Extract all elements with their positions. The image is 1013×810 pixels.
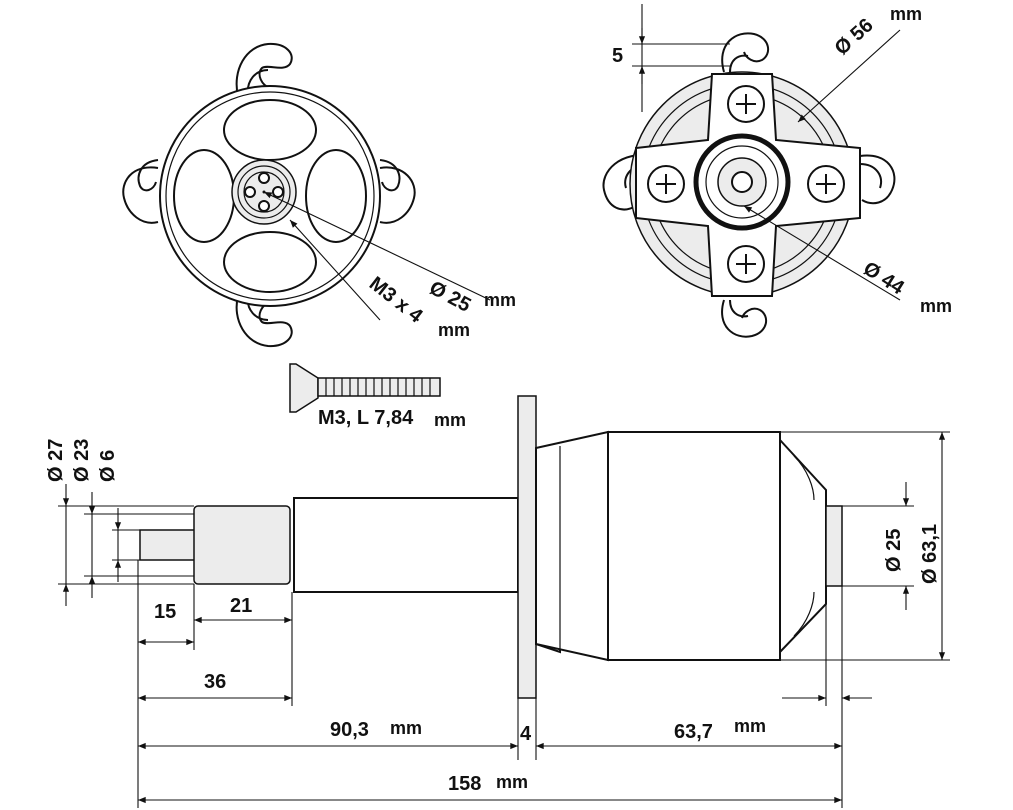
label-unit-25-top: mm	[484, 290, 516, 310]
rear-mount-hooks	[602, 32, 896, 338]
front-cutouts	[173, 99, 367, 293]
label-dia-63-1: Ø 63,1	[919, 524, 941, 584]
rear-view	[602, 4, 901, 338]
label-dia-27: Ø 27	[45, 439, 67, 482]
label-len-90-3: 90,3	[330, 719, 369, 741]
label-len-36: 36	[204, 671, 226, 693]
label-dia-25-side: Ø 25	[883, 529, 905, 572]
screw-illustration	[289, 363, 441, 413]
label-m3x4: M3 x 4	[365, 273, 427, 329]
side-dimensions	[58, 431, 950, 808]
mount-plate	[517, 395, 537, 699]
label-len-63-7: 63,7	[674, 721, 713, 743]
label-unit-m3x4: mm	[438, 320, 470, 340]
label-dia-23: Ø 23	[71, 439, 93, 482]
label-dia-6: Ø 6	[97, 450, 119, 482]
prop-adapter	[193, 505, 291, 585]
label-len-15: 15	[154, 601, 176, 623]
label-unit-56: mm	[890, 4, 922, 24]
label-unit-screw: mm	[434, 410, 466, 430]
label-unit-158: mm	[496, 772, 528, 792]
rear-bell	[779, 437, 827, 655]
label-dia-44: Ø 44	[859, 258, 908, 300]
label-len-21: 21	[230, 595, 252, 617]
label-screw: M3, L 7,84	[318, 407, 414, 429]
shaft-housing	[293, 497, 519, 593]
front-view	[122, 42, 491, 348]
front-cap	[535, 430, 609, 662]
rear-screws	[647, 85, 845, 283]
front-mount-hooks	[122, 42, 416, 348]
motor-can	[607, 431, 781, 661]
label-len-4: 4	[520, 723, 532, 745]
label-dia-25-top: Ø 25	[426, 277, 475, 317]
label-unit-44: mm	[920, 296, 952, 316]
label-dia-56: Ø 56	[831, 14, 878, 59]
side-view	[139, 395, 843, 699]
rear-nub	[825, 505, 843, 587]
label-offset-5: 5	[612, 45, 623, 67]
label-unit-63-7: mm	[734, 716, 766, 736]
label-unit-90-3: mm	[390, 718, 422, 738]
shaft-tip	[139, 529, 197, 561]
label-len-158: 158	[448, 773, 481, 795]
